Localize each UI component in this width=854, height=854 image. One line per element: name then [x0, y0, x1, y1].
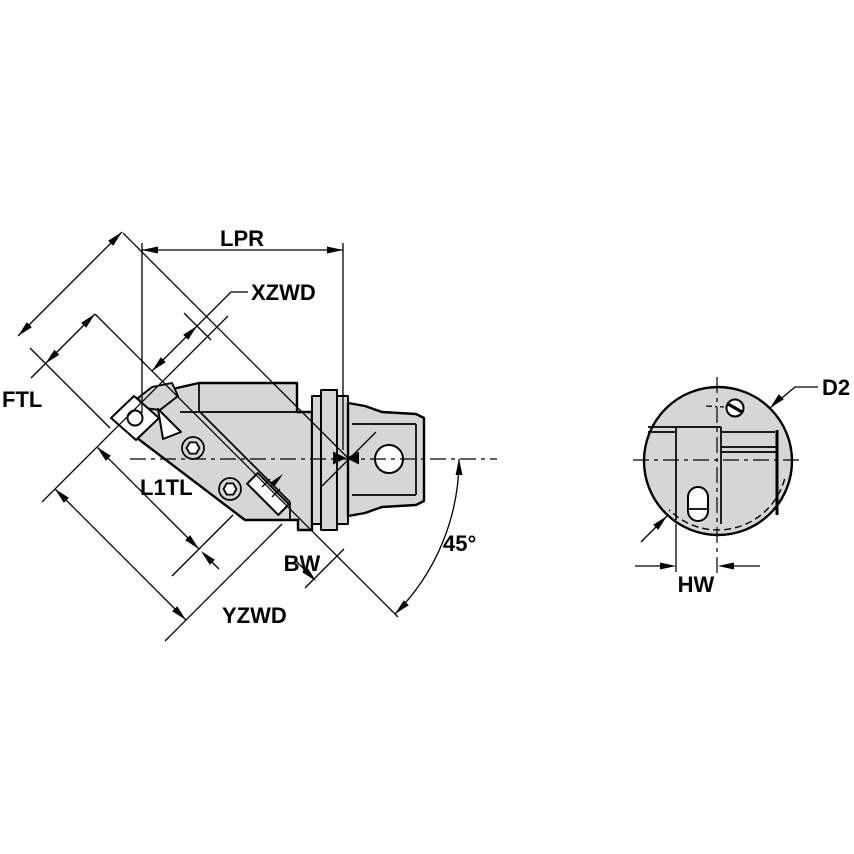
head-axis-45-line: [94, 313, 399, 618]
ftl-arrow-upper: [81, 314, 95, 328]
l1tl-dimension: L1TL: [96, 446, 200, 550]
lpr-dimension: LPR: [141, 226, 344, 450]
l1tl-arrow-lower: [185, 535, 199, 549]
insert-tip-45-extension: [29, 347, 111, 429]
ftl-arrow-lower: [45, 349, 60, 364]
d2-label: D2: [822, 375, 850, 400]
d2-dimension: D2: [640, 375, 850, 543]
hw-arrow-left: [660, 562, 676, 570]
hw-label: HW: [678, 572, 715, 597]
xzwd-extension-stub: [183, 312, 212, 341]
head-body-boundary: [199, 411, 291, 520]
lpr-arrow-left: [142, 246, 158, 254]
xzwd-arrow-lower: [152, 357, 166, 371]
angle-dimension: 45°: [394, 458, 476, 615]
d2-arrow-lower: [653, 516, 667, 530]
side-view: LPR XZWD FTL L1TL: [2, 226, 497, 642]
yzwd-dimension-line: [54, 488, 187, 621]
adjustment-gib: [246, 472, 290, 516]
lpr-label: LPR: [220, 226, 264, 251]
angle-arrow-upper: [455, 459, 463, 475]
pocket-seat-lines: [721, 446, 777, 453]
bw-arrow-right: [302, 567, 316, 581]
coolant-slot: [687, 486, 709, 522]
l1tl-dimension-line: [96, 446, 200, 550]
flange-bowtie-right: [346, 451, 359, 465]
set-screw-slot: [727, 402, 743, 414]
bw-extension-stub: [304, 548, 345, 589]
hw-arrow-right: [718, 562, 734, 570]
insert-hole: [126, 409, 144, 427]
yzwd-arrow-upper: [55, 489, 69, 503]
overall-arrow-upper: [108, 232, 122, 246]
overall-arrow-lower: [18, 322, 32, 336]
angle-label: 45°: [443, 531, 476, 556]
gauge-diagonal-line: [122, 232, 350, 460]
bw-dimension: BW: [201, 551, 321, 581]
angle-arc: [394, 458, 460, 615]
yzwd-arrow-lower: [172, 606, 186, 620]
hidden-chamfer-arc: [668, 478, 786, 531]
yzwd-dimension: YZWD: [54, 488, 287, 628]
xzwd-label: XZWD: [251, 280, 316, 305]
end-view-circle: [642, 385, 794, 537]
bw-arrow-left: [201, 551, 215, 565]
flange-bowtie-left: [333, 451, 346, 465]
overall-length-dimension-line: [17, 231, 123, 337]
l1tl-arrow-upper: [97, 447, 111, 461]
yzwd-label: YZWD: [222, 603, 287, 628]
xzwd-dimension: XZWD: [151, 280, 316, 372]
xzwd-arrow-upper: [183, 326, 197, 340]
end-view-internal-lines: [648, 426, 779, 524]
ftl-label: FTL: [2, 387, 42, 412]
pocket-notch: [157, 408, 182, 440]
screw-mini-centerline: [705, 405, 725, 408]
hw-dimension: HW: [635, 524, 760, 597]
d2-arrow-upper: [770, 394, 784, 408]
clamp-screw-2: [218, 477, 242, 501]
l1tl-label: L1TL: [140, 475, 193, 500]
gib-direction-arrow: [270, 474, 283, 487]
end-view-features: [687, 398, 745, 522]
head-details: [110, 382, 290, 516]
yzwd-extension-line: [164, 523, 283, 642]
ftl-dimension: FTL: [2, 231, 123, 412]
clamp-screw-1-hex-socket: [185, 441, 201, 455]
construction-lines: [29, 232, 497, 642]
end-view-centerlines: [633, 377, 803, 573]
tip-extension-line: [41, 315, 229, 503]
lpr-arrow-right: [327, 246, 343, 254]
angle-arrow-lower: [395, 600, 409, 614]
l1tl-extension-stub: [171, 514, 234, 577]
flange-ring-1: [311, 395, 322, 525]
bw-label: BW: [284, 551, 321, 576]
clamp-screw-2-hex-socket: [222, 482, 238, 496]
xzwd-leader-line: [151, 291, 248, 372]
end-view: D2 HW: [633, 375, 850, 597]
gib-tick-marks: [261, 478, 281, 498]
